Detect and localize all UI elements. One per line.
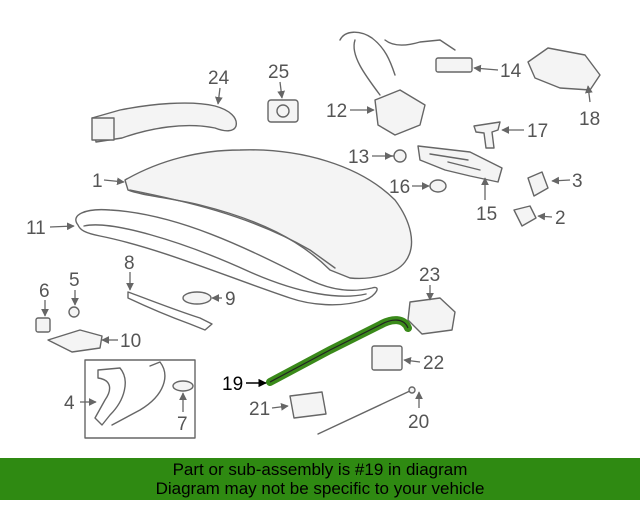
- callout-11[interactable]: 11: [26, 218, 46, 239]
- support-rod-part-20[interactable]: [317, 386, 416, 435]
- callout-7[interactable]: 7: [177, 414, 188, 435]
- clip-part-9[interactable]: [182, 291, 212, 305]
- notice-banner: Part or sub-assembly is #19 in diagram D…: [0, 458, 640, 500]
- release-cable-part[interactable]: [384, 39, 473, 73]
- switch-part-2[interactable]: [513, 205, 537, 227]
- camera-part[interactable]: [267, 99, 299, 123]
- callout-21[interactable]: 21: [249, 399, 270, 420]
- parts-diagram: 1 2 3 4 5 6 7 8 9 10 11 12 13 14 15 16 1…: [26, 31, 601, 439]
- callout-13[interactable]: 13: [348, 147, 369, 168]
- callout-8[interactable]: 8: [124, 253, 135, 274]
- bracket-part-10[interactable]: [47, 329, 103, 353]
- callout-16[interactable]: 16: [389, 177, 410, 198]
- callout-19[interactable]: 19: [222, 374, 243, 395]
- strap-part-8[interactable]: [127, 291, 213, 331]
- callout-2[interactable]: 2: [555, 208, 566, 229]
- callout-labels: 1 2 3 4 5 6 7 8 9 10 11 12 13 14 15 16 1…: [26, 61, 600, 435]
- callout-4[interactable]: 4: [64, 393, 75, 414]
- screw-part-5[interactable]: [68, 306, 80, 318]
- hinge-assembly-part[interactable]: [84, 359, 196, 439]
- callout-1[interactable]: 1: [92, 171, 103, 192]
- weatherstrip-part[interactable]: [75, 208, 378, 306]
- latch-part[interactable]: [339, 31, 426, 136]
- notice-line-1: Part or sub-assembly is #19 in diagram: [172, 460, 468, 479]
- callout-5[interactable]: 5: [69, 270, 80, 291]
- bracket-part-18[interactable]: [527, 47, 601, 91]
- gas-strut-part-19[interactable]: [266, 316, 412, 386]
- callout-18[interactable]: 18: [579, 109, 600, 130]
- callout-22[interactable]: 22: [423, 353, 444, 374]
- callout-15[interactable]: 15: [476, 204, 497, 225]
- callout-9[interactable]: 9: [225, 289, 236, 310]
- callout-14[interactable]: 14: [500, 61, 522, 82]
- trunk-lid-part[interactable]: [124, 149, 413, 280]
- garnish-handle-part[interactable]: [91, 102, 237, 143]
- callout-6[interactable]: 6: [39, 281, 50, 302]
- cover-part-3[interactable]: [527, 171, 549, 197]
- grommet-part-16[interactable]: [429, 179, 447, 193]
- callout-10[interactable]: 10: [120, 331, 141, 352]
- actuator-part-22[interactable]: [371, 345, 403, 371]
- callout-25[interactable]: 25: [268, 62, 289, 83]
- leader-arrows: [41, 64, 593, 412]
- callout-17[interactable]: 17: [527, 121, 548, 142]
- callout-3[interactable]: 3: [572, 171, 583, 192]
- clip-part-17[interactable]: [473, 121, 501, 149]
- callout-24[interactable]: 24: [208, 68, 230, 89]
- callout-20[interactable]: 20: [408, 412, 429, 433]
- nut-part-6[interactable]: [35, 317, 51, 333]
- motor-part-23[interactable]: [407, 297, 456, 335]
- callout-12[interactable]: 12: [326, 101, 347, 122]
- callout-23[interactable]: 23: [419, 265, 440, 286]
- notice-line-2: Diagram may not be specific to your vehi…: [155, 479, 485, 498]
- lock-bracket-part[interactable]: [417, 145, 503, 183]
- bracket-part-21[interactable]: [289, 391, 327, 419]
